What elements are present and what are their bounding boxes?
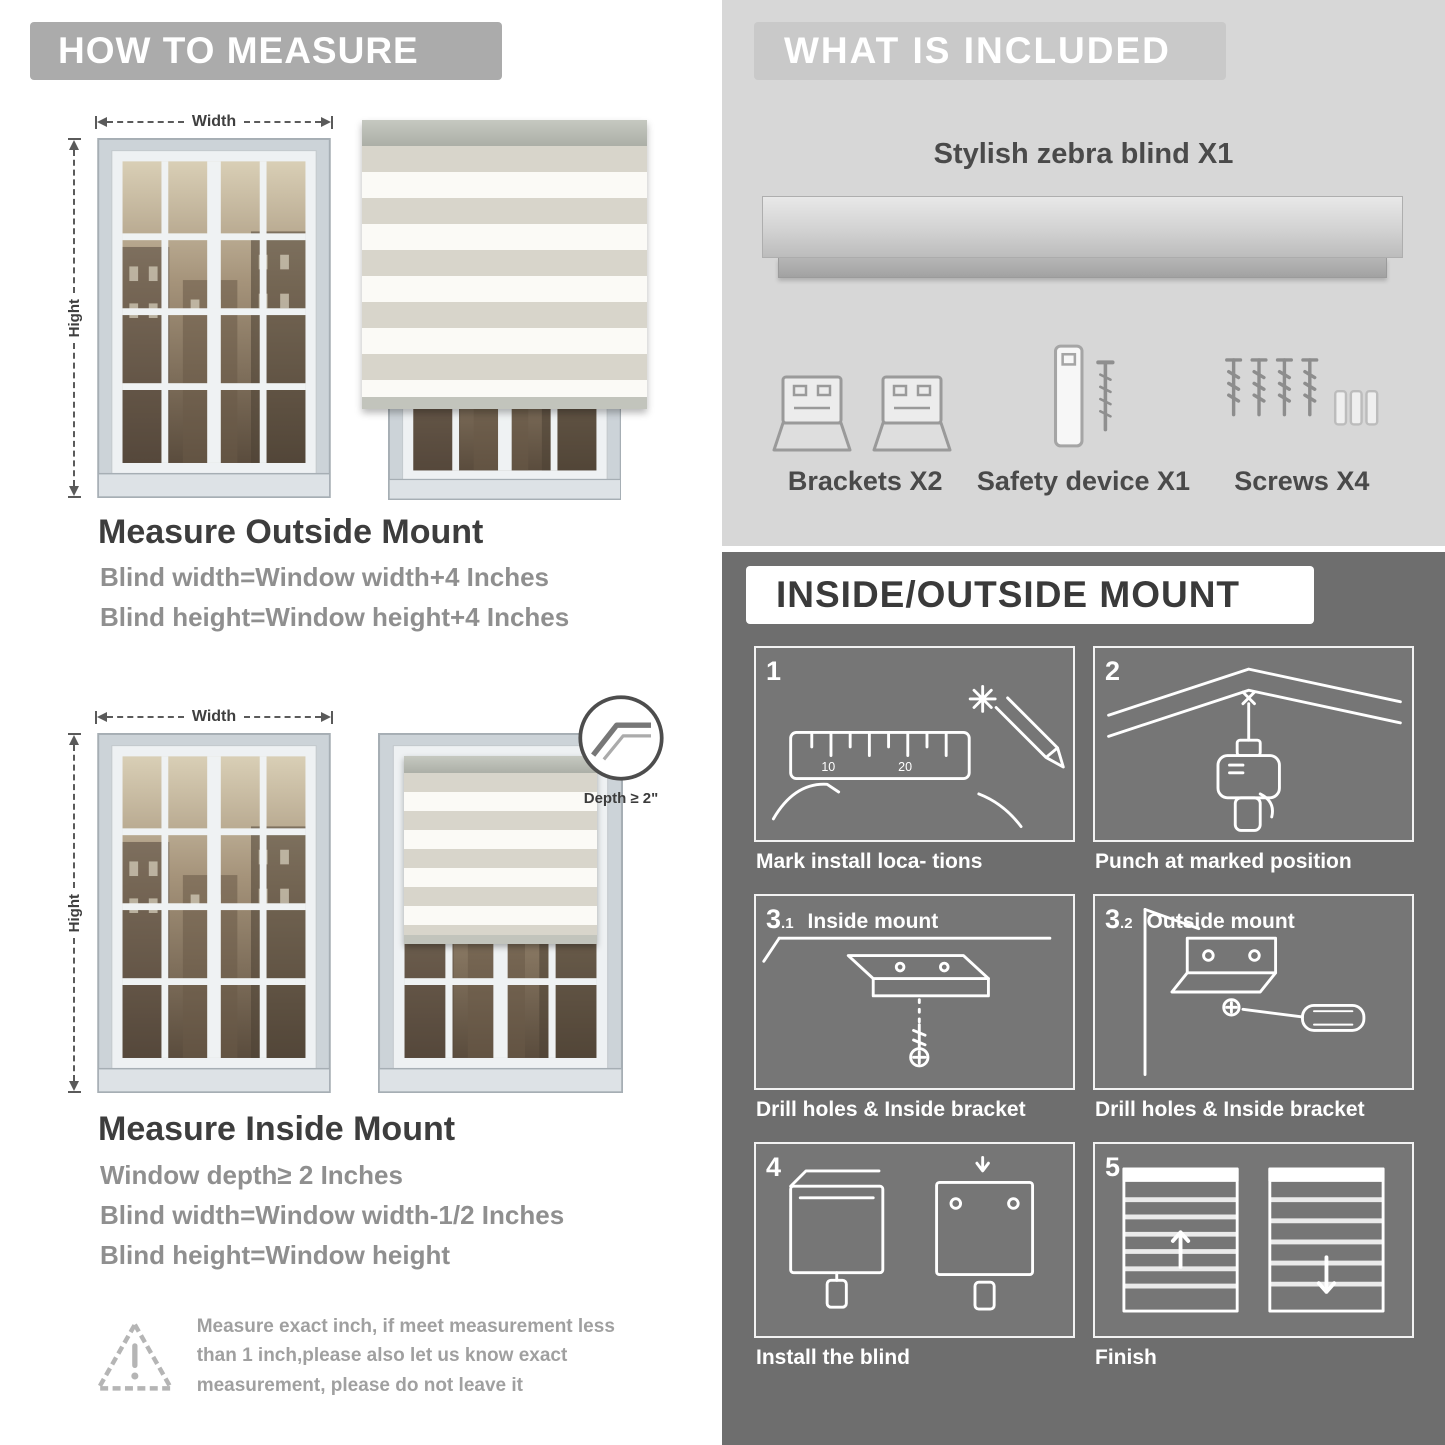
blind-bottomrail — [404, 934, 597, 944]
height-label: Hight — [65, 298, 83, 338]
how-to-measure-section: HOW TO MEASURE Width Hight — [0, 0, 705, 1445]
measure-note-text: Measure exact inch, if meet measurement … — [196, 1316, 615, 1396]
safety-device-graphic — [1054, 344, 1116, 448]
height-arrow: Hight — [63, 733, 85, 1094]
what-is-included-header: WHAT IS INCLUDED — [754, 22, 1226, 80]
brackets-label: Brackets X2 — [787, 466, 943, 496]
mount-header-label: INSIDE/OUTSIDE MOUNT — [776, 574, 1241, 615]
inside-outside-mount-section: INSIDE/OUTSIDE MOUNT 1 — [722, 552, 1445, 1445]
inside-bracket-screw-icon — [762, 936, 1052, 1068]
step-number: 5 — [1105, 1152, 1121, 1182]
finished-blinds-icon — [1122, 1167, 1385, 1313]
mount-header: INSIDE/OUTSIDE MOUNT — [746, 566, 1314, 624]
step-4-caption: Install the blind — [756, 1346, 911, 1369]
step-1-caption: Mark install loca- tions — [756, 850, 983, 873]
step-number: 3 — [1105, 904, 1121, 934]
mount-step-3-1: 3.1 Inside mount — [754, 894, 1075, 1142]
included-item-safety-device: Safety device X1 — [974, 316, 1192, 497]
safety-device-icon — [1037, 316, 1129, 454]
mount-step-5: 5 — [1093, 1142, 1414, 1390]
mount-step-1: 1 10 20 — [754, 646, 1075, 894]
headrail-lip — [778, 258, 1387, 278]
step-number: 4 — [766, 1152, 782, 1182]
install-blind-icon — [789, 1156, 1035, 1311]
window-graphic — [97, 138, 331, 498]
blind-illustration-outside-mount — [362, 120, 647, 500]
window-graphic — [97, 733, 331, 1093]
outside-mount-line-1: Blind width=Window width+4 Inches — [100, 562, 549, 592]
zebra-blind-graphic — [362, 120, 647, 409]
what-is-included-section: WHAT IS INCLUDED Stylish zebra blind X1 … — [722, 0, 1445, 546]
mount-steps-grid: 1 10 20 — [754, 646, 1414, 1390]
included-items-row: Brackets X2 Safety device X1 — [756, 316, 1411, 497]
measure-note: Measure exact inch, if meet measurement … — [95, 1312, 640, 1400]
blind-stripes — [404, 773, 597, 935]
outside-mount-title: Measure Outside Mount — [98, 513, 484, 551]
drill-icon — [1107, 667, 1402, 832]
blind-illustration-inside-mount: Depth ≥ 2" — [378, 695, 664, 1093]
step-3-2-caption: Drill holes & Inside bracket — [1095, 1098, 1365, 1121]
step-title: Inside mount — [807, 910, 939, 933]
outside-mount-line-2: Blind height=Window height+4 Inches — [100, 602, 570, 632]
step-3-2-illustration: 3.2 Outside mount — [1093, 894, 1414, 1090]
zebra-blind-graphic — [404, 756, 597, 944]
screws-icon — [1218, 316, 1386, 454]
headrail-bar — [762, 196, 1403, 258]
step-5-illustration: 5 — [1093, 1142, 1414, 1338]
blind-item-label: Stylish zebra blind X1 — [933, 138, 1234, 170]
corner-zoom-icon — [578, 695, 664, 781]
step-2-illustration: 2 — [1093, 646, 1414, 842]
screws-anchors-graphic — [1224, 358, 1379, 426]
mount-step-2: 2 — [1093, 646, 1414, 894]
outside-bracket-driver-icon — [1143, 908, 1366, 1076]
mount-step-3-2: 3.2 Outside mount — [1093, 894, 1414, 1142]
svg-text:10: 10 — [821, 760, 835, 774]
bracket-icon — [772, 375, 852, 452]
brackets-icon — [772, 316, 958, 454]
screws-label: Screws X4 — [1234, 466, 1370, 496]
inside-mount-line-3: Blind height=Window height — [100, 1240, 450, 1270]
width-arrow: Width — [95, 707, 333, 727]
blind-stripes — [362, 146, 647, 397]
step-1-illustration: 1 10 20 — [754, 646, 1075, 842]
window-illustration-outside: Width Hight — [66, 113, 333, 499]
what-is-included-header-label: WHAT IS INCLUDED — [784, 30, 1171, 71]
inside-mount-line-2: Blind width=Window width-1/2 Inches — [100, 1200, 565, 1230]
blind-headrail — [404, 756, 597, 774]
step-3-1-caption: Drill holes & Inside bracket — [756, 1098, 1026, 1121]
warning-icon — [96, 1322, 174, 1391]
bracket-icon — [872, 375, 952, 452]
inside-mount-line-1: Window depth≥ 2 Inches — [100, 1160, 403, 1190]
height-arrow: Hight — [63, 138, 85, 499]
step-number: 1 — [766, 656, 782, 686]
step-2-caption: Punch at marked position — [1095, 850, 1352, 873]
safety-device-label: Safety device X1 — [976, 466, 1191, 496]
blind-bottomrail — [362, 396, 647, 409]
inside-mount-title: Measure Inside Mount — [98, 1110, 456, 1148]
depth-detail-callout: Depth ≥ 2" — [573, 693, 669, 807]
how-to-measure-header: HOW TO MEASURE — [30, 22, 502, 80]
included-item-brackets: Brackets X2 — [756, 316, 974, 497]
mount-step-4: 4 — [754, 1142, 1075, 1390]
height-label: Hight — [65, 893, 83, 933]
how-to-measure-header-label: HOW TO MEASURE — [58, 30, 419, 71]
window-illustration-inside: Width Hight — [66, 708, 333, 1094]
width-label: Width — [191, 708, 237, 725]
included-item-screws: Screws X4 — [1193, 316, 1411, 497]
mark-location-icon: 10 20 — [771, 684, 1065, 828]
step-3-1-illustration: 3.1 Inside mount — [754, 894, 1075, 1090]
step-title: Outside mount — [1146, 910, 1295, 933]
blind-headrail-graphic — [762, 196, 1403, 278]
step-number: 3 — [766, 904, 782, 934]
step-number: 2 — [1105, 656, 1121, 686]
width-label: Width — [191, 113, 237, 130]
depth-label: Depth ≥ 2" — [583, 790, 659, 807]
blind-headrail — [362, 120, 647, 146]
step-5-caption: Finish — [1095, 1346, 1157, 1369]
svg-text:20: 20 — [898, 760, 912, 774]
step-4-illustration: 4 — [754, 1142, 1075, 1338]
width-arrow: Width — [95, 112, 333, 132]
